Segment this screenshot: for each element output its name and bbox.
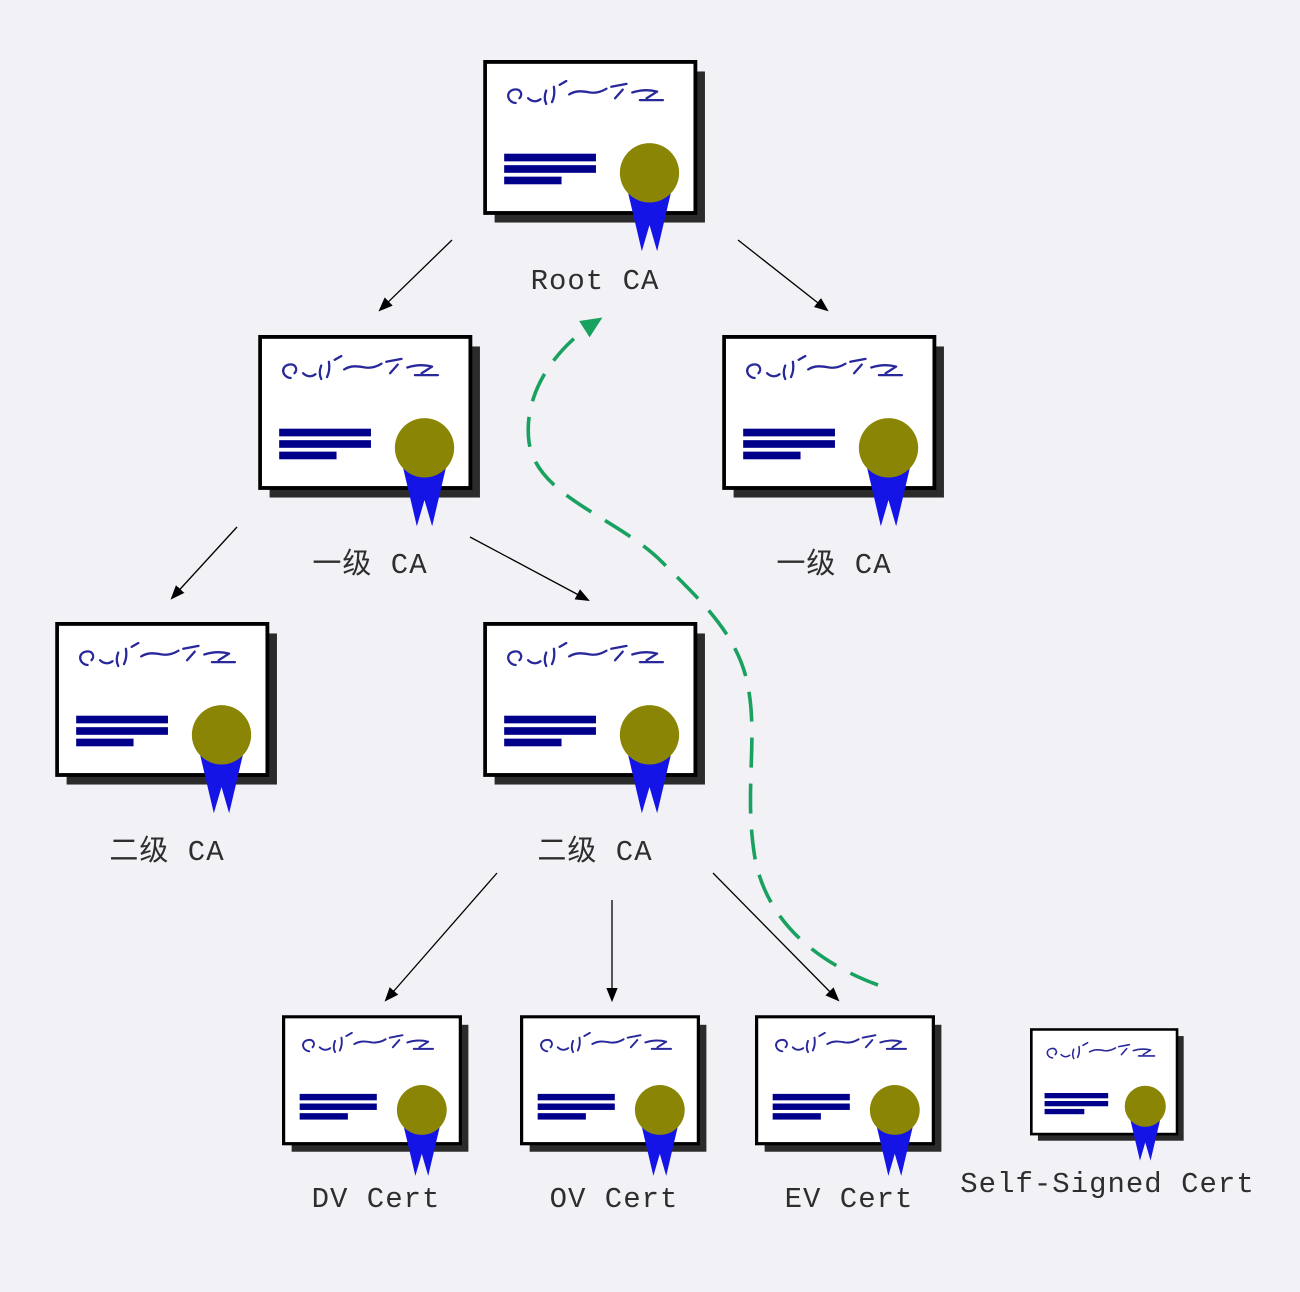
- node-label-root-ca: Root CA: [530, 265, 660, 298]
- certificate-icon: [722, 335, 946, 531]
- edge-ca2center-to-dv: [384, 872, 498, 1002]
- certificate-icon: [755, 1015, 943, 1180]
- node-label-ca2-center: 二级 CA: [537, 836, 653, 869]
- node-ca2-center: 二级 CA: [483, 622, 707, 869]
- node-ca1-left: 一级 CA: [258, 335, 482, 582]
- edge-ca1left-to-ca2-left: [170, 526, 238, 600]
- node-label-self-signed-cert: Self-Signed Cert: [960, 1168, 1255, 1201]
- edge-ca2center-to-ev: [712, 872, 840, 1002]
- node-ov-cert: OV Cert: [520, 1015, 708, 1216]
- node-label-ca1-left: 一级 CA: [312, 549, 428, 582]
- node-label-ov-cert: OV Cert: [549, 1183, 679, 1216]
- edge-root-to-ca1-left: [378, 239, 453, 312]
- node-label-ca2-left: 二级 CA: [109, 836, 225, 869]
- certificate-icon: [520, 1015, 708, 1180]
- certificate-icon: [258, 335, 482, 531]
- node-label-dv-cert: DV Cert: [311, 1183, 441, 1216]
- node-dv-cert: DV Cert: [282, 1015, 470, 1216]
- certificate-icon: [483, 60, 707, 256]
- node-self-signed-cert: Self-Signed Cert: [960, 1028, 1254, 1201]
- certificate-icon: [1030, 1028, 1185, 1164]
- node-label-ev-cert: EV Cert: [784, 1183, 914, 1216]
- certificate-icon: [282, 1015, 470, 1180]
- node-ca1-right: 一级 CA: [722, 335, 946, 582]
- node-root-ca: Root CA: [483, 60, 707, 298]
- certificate-icon: [55, 622, 279, 818]
- node-ev-cert: EV Cert: [755, 1015, 943, 1216]
- node-label-ca1-right: 一级 CA: [776, 549, 892, 582]
- certificate-icon: [483, 622, 707, 818]
- edge-root-to-ca1-right: [737, 239, 829, 312]
- edge-ca1left-to-ca2-center: [469, 536, 590, 602]
- node-ca2-left: 二级 CA: [55, 622, 279, 869]
